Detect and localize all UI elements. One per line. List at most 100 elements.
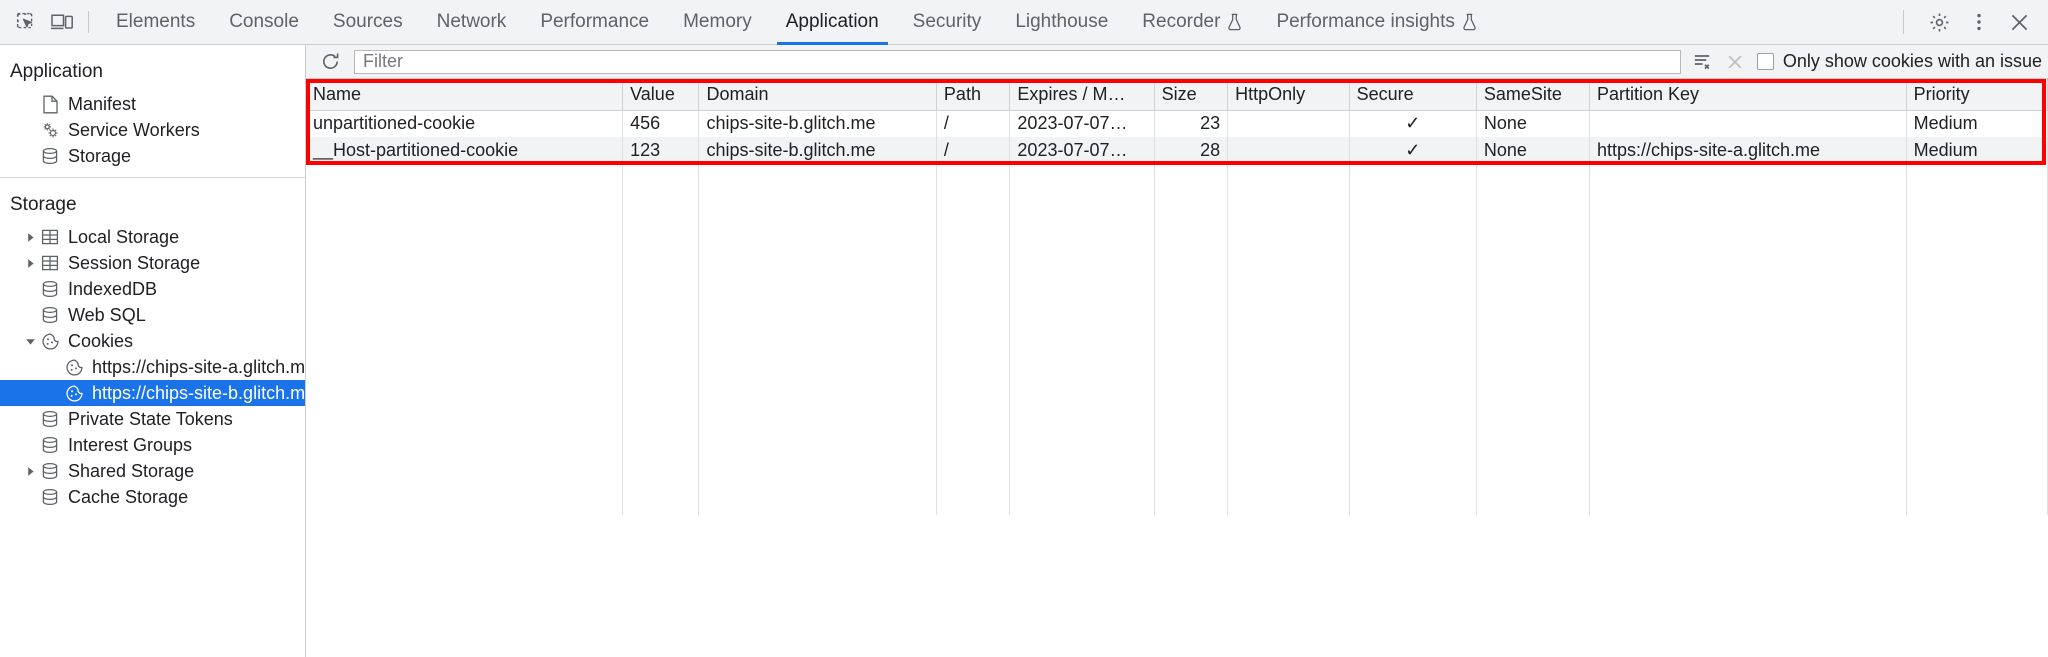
tab-security[interactable]: Security xyxy=(896,0,999,45)
table-filler-row xyxy=(306,272,2048,299)
refresh-icon[interactable] xyxy=(316,49,344,75)
cell-priority[interactable]: Medium xyxy=(1906,137,2048,164)
table-icon xyxy=(40,253,60,273)
device-toolbar-icon[interactable] xyxy=(44,6,80,38)
sidebar-item-shared-storage[interactable]: Shared Storage xyxy=(0,458,305,484)
cell-name[interactable]: unpartitioned-cookie xyxy=(306,110,624,137)
filler-cell xyxy=(1227,380,1350,407)
cell-partition-key[interactable]: https://chips-site-a.glitch.me xyxy=(1589,137,1907,164)
filler-cell xyxy=(1227,326,1350,353)
column-header[interactable]: Secure xyxy=(1349,79,1477,111)
sidebar-item-service-workers[interactable]: Service Workers xyxy=(0,117,305,143)
filler-cell xyxy=(1227,164,1350,191)
sidebar-item-cache-storage[interactable]: Cache Storage xyxy=(0,484,305,510)
sidebar-item-storage[interactable]: Storage xyxy=(0,143,305,169)
filler-cell xyxy=(1154,245,1229,272)
filler-cell xyxy=(306,326,624,353)
filler-cell xyxy=(1154,380,1229,407)
sidebar-item-cookies[interactable]: Cookies xyxy=(0,328,305,354)
checkbox-box[interactable] xyxy=(1756,53,1774,70)
column-header[interactable]: Size xyxy=(1154,79,1229,111)
gear-icon[interactable] xyxy=(1920,5,1958,39)
column-header[interactable]: HttpOnly xyxy=(1227,79,1350,111)
tab-label: Elements xyxy=(116,11,196,32)
cell-http-only[interactable] xyxy=(1227,137,1350,164)
inspect-element-icon[interactable] xyxy=(8,6,44,38)
cell-http-only[interactable] xyxy=(1227,110,1350,137)
filler-cell xyxy=(1349,488,1477,515)
tab-console[interactable]: Console xyxy=(212,0,316,45)
filler-cell xyxy=(1476,353,1590,380)
sidebar-item-interest-groups[interactable]: Interest Groups xyxy=(0,432,305,458)
cell-size[interactable]: 23 xyxy=(1154,110,1229,137)
tab-performance[interactable]: Performance xyxy=(523,0,666,45)
tab-memory[interactable]: Memory xyxy=(666,0,769,45)
filler-cell xyxy=(936,461,1011,488)
cell-priority[interactable]: Medium xyxy=(1906,110,2048,137)
chevron-right-icon[interactable] xyxy=(22,463,38,479)
clear-all-icon[interactable] xyxy=(1721,49,1749,75)
column-header[interactable]: Value xyxy=(622,79,700,111)
tab-performance-insights[interactable]: Performance insights xyxy=(1259,0,1493,45)
column-header[interactable]: Path xyxy=(936,79,1011,111)
tab-application[interactable]: Application xyxy=(769,0,896,45)
cell-same-site[interactable]: None xyxy=(1476,137,1590,164)
cell-partition-key[interactable] xyxy=(1589,110,1907,137)
tab-elements[interactable]: Elements xyxy=(99,0,212,45)
sidebar-item-web-sql[interactable]: Web SQL xyxy=(0,302,305,328)
sidebar-item-manifest[interactable]: Manifest xyxy=(0,91,305,117)
chevron-right-icon[interactable] xyxy=(22,229,38,245)
filler-cell xyxy=(1009,326,1155,353)
sidebar-item-session-storage[interactable]: Session Storage xyxy=(0,250,305,276)
cell-same-site[interactable]: None xyxy=(1476,110,1590,137)
more-options-icon[interactable] xyxy=(1960,5,1998,39)
cell-expires[interactable]: 2023-07-07… xyxy=(1009,110,1155,137)
tab-sources[interactable]: Sources xyxy=(316,0,420,45)
cell-secure[interactable]: ✓ xyxy=(1349,137,1477,164)
cell-value[interactable]: 456 xyxy=(622,110,700,137)
cell-path[interactable]: / xyxy=(936,137,1011,164)
sidebar-item-indexeddb[interactable]: IndexedDB xyxy=(0,276,305,302)
column-header[interactable]: Priority xyxy=(1906,79,2048,111)
chevron-right-icon[interactable] xyxy=(22,255,38,271)
cell-secure[interactable]: ✓ xyxy=(1349,110,1477,137)
filler-cell xyxy=(622,407,700,434)
sidebar-item-local-storage[interactable]: Local Storage xyxy=(0,224,305,250)
cell-domain[interactable]: chips-site-b.glitch.me xyxy=(698,110,937,137)
cell-value[interactable]: 123 xyxy=(622,137,700,164)
filler-cell xyxy=(1476,380,1590,407)
tab-label: Sources xyxy=(332,11,403,32)
close-icon[interactable] xyxy=(2000,5,2038,39)
chevron-down-icon[interactable] xyxy=(22,333,38,349)
cell-domain[interactable]: chips-site-b.glitch.me xyxy=(698,137,937,164)
cell-expires[interactable]: 2023-07-07… xyxy=(1009,137,1155,164)
filler-cell xyxy=(1349,326,1477,353)
column-header[interactable]: Partition Key xyxy=(1589,79,1907,111)
cell-path[interactable]: / xyxy=(936,110,1011,137)
only-issues-checkbox[interactable]: Only show cookies with an issue xyxy=(1753,51,2042,72)
sidebar-item-https-chips-site-b-glitch-me[interactable]: https://chips-site-b.glitch.me xyxy=(0,380,305,406)
tab-recorder[interactable]: Recorder xyxy=(1125,0,1259,45)
filter-input[interactable] xyxy=(354,49,1681,74)
cell-size[interactable]: 28 xyxy=(1154,137,1229,164)
filler-cell xyxy=(1349,434,1477,461)
sidebar-item-private-state-tokens[interactable]: Private State Tokens xyxy=(0,406,305,432)
filler-cell xyxy=(1009,218,1155,245)
clear-filtered-icon[interactable] xyxy=(1689,49,1717,75)
table-filler-row xyxy=(306,407,2048,434)
cell-name[interactable]: __Host-partitioned-cookie xyxy=(306,137,624,164)
table-filler-row xyxy=(306,380,2048,407)
tab-lighthouse[interactable]: Lighthouse xyxy=(998,0,1125,45)
sidebar-item-label: Cookies xyxy=(68,330,134,351)
column-header[interactable]: Name xyxy=(306,79,624,111)
column-header[interactable]: SameSite xyxy=(1476,79,1590,111)
filler-cell xyxy=(698,245,937,272)
sidebar-item-https-chips-site-a-glitch-me[interactable]: https://chips-site-a.glitch.me xyxy=(0,354,305,380)
column-header[interactable]: Expires / M… xyxy=(1009,79,1155,111)
column-header[interactable]: Domain xyxy=(698,79,937,111)
tab-network[interactable]: Network xyxy=(420,0,524,45)
